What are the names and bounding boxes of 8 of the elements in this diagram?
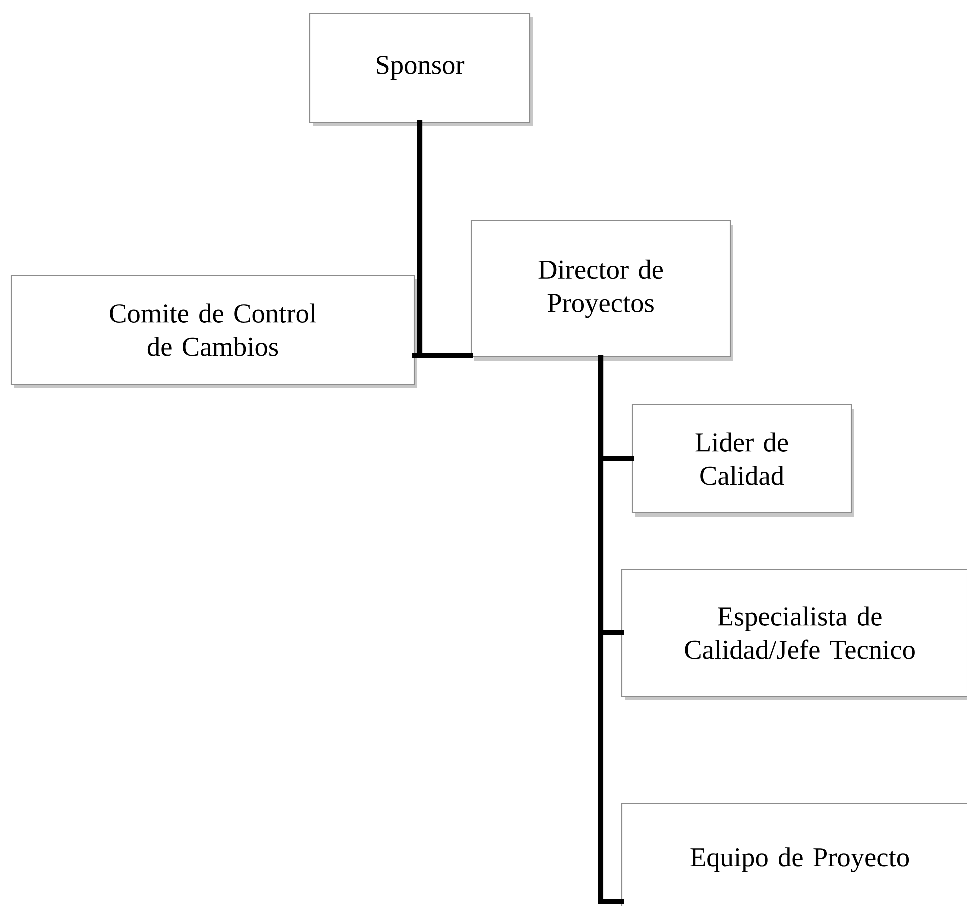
- org-box: Comite de Control de Cambios: [10, 274, 418, 388]
- org-box: Especialista de Calidad/Jefe Tecnico: [621, 568, 967, 700]
- org-box: Lider de Calidad: [632, 404, 854, 517]
- connector-line: [417, 120, 474, 359]
- connector-line: [598, 355, 624, 905]
- org-box: Sponsor: [309, 12, 533, 126]
- org-box: Director de Proyectos: [470, 220, 734, 361]
- org-box: Equipo de Proyecto: [621, 803, 967, 906]
